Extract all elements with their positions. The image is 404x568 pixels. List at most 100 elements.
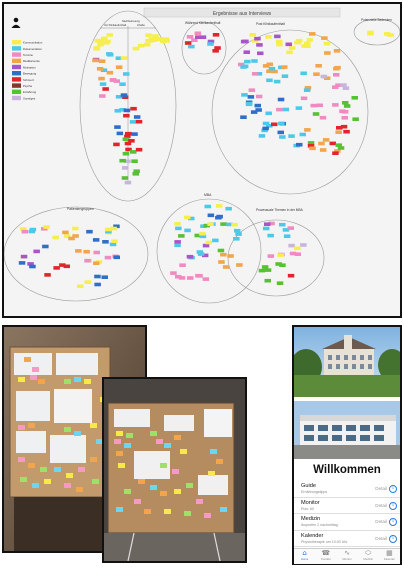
info-icon[interactable]: i: [389, 518, 397, 526]
pulse-icon: ∿: [344, 549, 350, 557]
sticky-note: [251, 72, 259, 76]
sticky-note: [178, 276, 186, 280]
sticky-note: [123, 108, 131, 113]
sticky-note: [255, 72, 263, 76]
legend-label: Motivation: [23, 65, 36, 69]
sticky-note: [319, 115, 327, 120]
sticky-note: [303, 88, 311, 92]
sticky-note: [279, 135, 286, 139]
sticky-note: [106, 33, 113, 37]
sticky-note: [102, 87, 109, 91]
sticky-note: [266, 78, 273, 83]
sticky-note: [212, 33, 220, 37]
sticky-note: [54, 467, 61, 472]
tab-label: Kalender: [383, 557, 396, 561]
sticky-note: [367, 30, 374, 35]
sticky-note: [18, 261, 26, 265]
sticky-note: [205, 240, 212, 245]
sticky-note: [319, 148, 327, 152]
sticky-note: [99, 82, 107, 86]
sticky-note: [282, 228, 290, 232]
sticky-note: [150, 485, 157, 490]
sticky-note: [316, 103, 323, 108]
sticky-note: [156, 439, 163, 444]
sticky-note: [335, 143, 342, 147]
detail-link[interactable]: Detail: [375, 486, 387, 491]
sticky-note: [304, 128, 311, 132]
sticky-note: [128, 139, 135, 143]
sticky-note: [162, 37, 169, 41]
sticky-note: [233, 237, 240, 241]
sticky-note: [152, 36, 160, 41]
sticky-note: [267, 254, 275, 258]
cluster-ellipse-waehrend: [181, 21, 227, 75]
sticky-note: [116, 131, 124, 136]
photo-workshop-board-1: [2, 325, 147, 553]
sticky-note: [288, 243, 295, 248]
info-icon[interactable]: i: [389, 534, 397, 543]
cluster-ellipse-bedenken: [353, 18, 400, 46]
sticky-note: [18, 457, 25, 462]
sticky-note: [18, 425, 25, 430]
sticky-note: [32, 483, 39, 488]
sticky-note: [340, 83, 347, 87]
tab-kontakt[interactable]: ☎Kontakt: [315, 549, 336, 564]
sticky-note: [210, 449, 217, 454]
photo-2-image: [104, 379, 245, 561]
sticky-note: [383, 32, 391, 36]
info-icon[interactable]: i: [389, 501, 397, 510]
sticky-note: [241, 64, 249, 69]
sticky-note: [332, 103, 339, 107]
sticky-note: [310, 103, 317, 108]
sticky-note: [248, 88, 256, 92]
sticky-note: [264, 278, 271, 283]
sticky-note: [111, 239, 118, 243]
welcome-title: Willkommen: [313, 464, 381, 476]
sticky-note: [175, 226, 182, 231]
tab-home[interactable]: ⌂Home: [294, 549, 315, 564]
detail-link[interactable]: Detail: [375, 535, 387, 541]
tab-medizin[interactable]: ⬭Medizin: [358, 549, 379, 564]
sticky-note: [294, 252, 301, 256]
sticky-note: [172, 469, 179, 474]
tab-kalender[interactable]: ▦Kalender: [379, 549, 400, 564]
sticky-note: [276, 107, 283, 112]
sticky-note: [321, 36, 328, 40]
label-nachbetreuung: Nachbetreuung: [122, 19, 140, 23]
sticky-note: [174, 222, 181, 226]
tab-bar: ⌂Home☎Kontakt∿Monitor⬭Medizin▦Kalender: [294, 548, 400, 564]
detail-link[interactable]: Detail: [375, 502, 387, 508]
sticky-note: [124, 489, 131, 494]
sticky-note: [207, 39, 215, 44]
detail-link[interactable]: Detail: [375, 519, 387, 524]
sticky-note: [299, 132, 306, 137]
sticky-note: [279, 222, 286, 227]
label-inhalte: Inhalte: [137, 23, 145, 27]
sticky-note: [304, 86, 312, 90]
sticky-note: [124, 159, 131, 164]
sticky-note: [184, 215, 191, 220]
sticky-note: [231, 222, 238, 227]
sticky-note: [282, 107, 290, 112]
tab-monitor[interactable]: ∿Monitor: [336, 549, 357, 564]
sticky-note: [53, 266, 60, 270]
sticky-note: [32, 367, 39, 372]
sticky-note: [134, 499, 141, 504]
legend: KommunikationDokumentationTermineMedikam…: [12, 40, 43, 100]
sticky-note: [135, 119, 143, 124]
sticky-note: [287, 273, 295, 278]
sticky-note: [145, 39, 152, 43]
sticky-note: [114, 125, 121, 129]
sticky-note: [254, 103, 261, 108]
info-icon[interactable]: i: [389, 485, 397, 493]
sticky-note: [279, 263, 286, 267]
sticky-note: [18, 377, 25, 382]
feature-title: Monitor: [301, 499, 320, 506]
sticky-note: [20, 254, 28, 259]
sticky-note: [21, 229, 29, 234]
sticky-note: [241, 93, 248, 97]
